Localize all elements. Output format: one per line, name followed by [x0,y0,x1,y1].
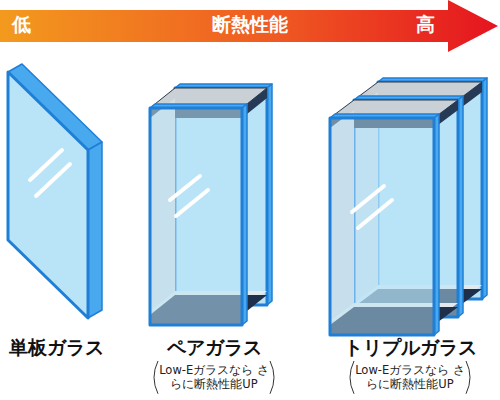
parenthesis [350,361,354,394]
arrow-band: 低 断熱性能 高 [0,0,500,54]
note-text: Low-Eガラスなら さらに断熱性能UP [158,363,270,392]
glass-type-name: トリプルガラス [344,336,477,359]
glass-part [150,108,242,325]
glass-part [8,72,88,318]
glass-shine [170,176,200,200]
note-text: Low-Eガラスなら さらに断熱性能UP [354,363,466,392]
glass-type-name: 単板ガラス [9,336,104,359]
glass-part [330,118,434,335]
glass-shine [36,164,70,196]
band-label: 低 [12,13,31,36]
band-label: 高 [416,13,435,36]
glass-part [88,142,102,318]
glass-shine [176,190,208,216]
arrow-body [0,0,498,52]
glass-type-name: ペアガラス [167,336,262,359]
band-label: 断熱性能 [212,13,288,36]
parenthesis [154,361,158,394]
parenthesis [270,361,274,394]
glass-shine [358,200,392,228]
parenthesis [466,361,470,394]
